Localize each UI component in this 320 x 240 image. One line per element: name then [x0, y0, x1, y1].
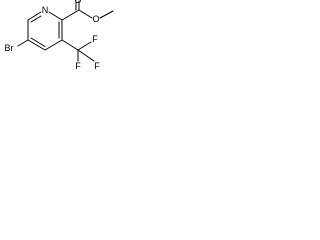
bond-c6-n1-inner — [30, 15, 42, 23]
atom-label-fluorine-top: F — [92, 34, 98, 44]
bond-c3-c4 — [44, 39, 63, 51]
chemical-structure-diagram: N Br O O F F F — [5, 0, 114, 71]
bond-cf3-f-right — [77, 49, 95, 62]
bond-cf3-f-top — [77, 41, 92, 51]
bond-c6-n1-outer — [27, 11, 42, 21]
trifluoromethyl-group — [61, 39, 95, 62]
bond-c5-br — [17, 39, 29, 47]
bond-n1-c2 — [48, 11, 63, 21]
bond-ester-o-methyl — [99, 10, 114, 19]
atom-label-fluorine-left: F — [75, 61, 81, 71]
bond-c4-c5-outer — [27, 39, 46, 51]
atom-label-nitrogen: N — [42, 5, 49, 15]
methyl-ester-group — [61, 0, 114, 21]
pyridine-ring — [27, 11, 63, 51]
atom-label-carbonyl-oxygen: O — [74, 0, 81, 5]
atom-label-fluorine-right: F — [94, 61, 100, 71]
atom-label-bromine: Br — [5, 43, 14, 53]
bond-c4-c5-inner — [30, 37, 46, 47]
bond-c2-carbonyl — [61, 9, 80, 21]
atom-label-ester-oxygen: O — [92, 14, 99, 24]
bond-carbonyl-ester-o — [78, 9, 93, 19]
bond-c3-cf3 — [61, 39, 79, 51]
